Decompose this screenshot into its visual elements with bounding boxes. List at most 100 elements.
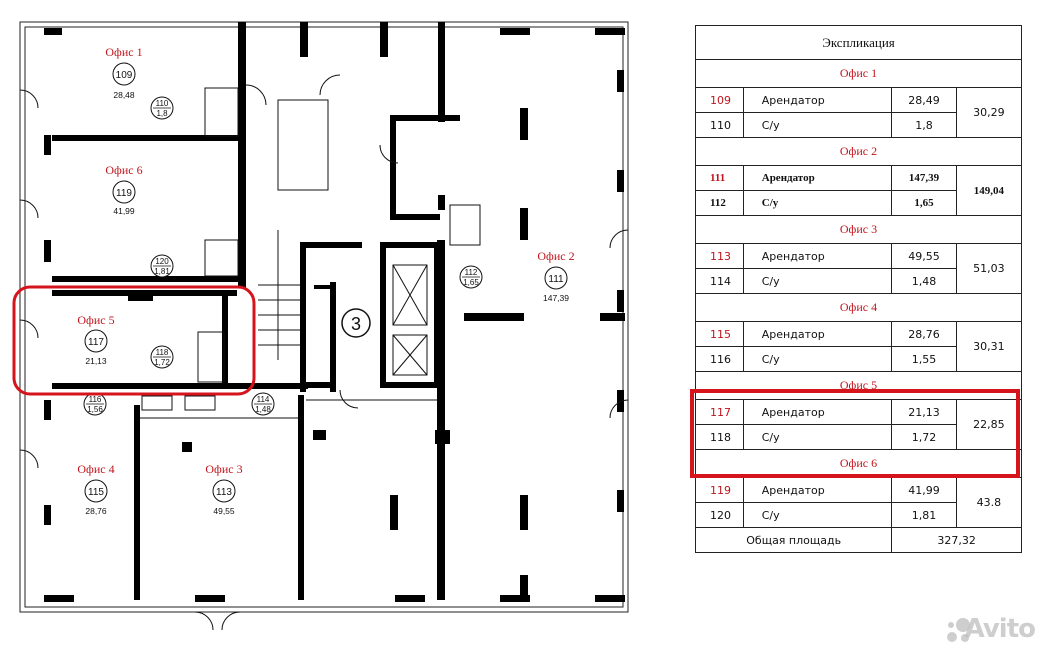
floor-plan: Офис 1 109 28,48 Офис 6 119 41,99 Офис 5… [12, 21, 629, 631]
room-type: С/у [742, 190, 893, 216]
table-row: 118 С/у 1,72 [695, 424, 1022, 450]
room-type: С/у [742, 268, 893, 294]
wc-112: 112 1,65 [459, 265, 483, 289]
room-area: 1,72 [891, 424, 957, 450]
room-area: 147,39 [891, 165, 957, 191]
table-row: 112 С/у 1,65 [695, 190, 1022, 216]
room-area: 1,55 [891, 346, 957, 372]
table-row: 120 С/у 1,81 [695, 502, 1022, 528]
room-name: Офис 4 [77, 462, 114, 476]
room-office-1: Офис 1 109 28,48 [105, 45, 142, 100]
wc-area: 1,65 [463, 278, 479, 287]
room-type: С/у [742, 346, 893, 372]
group-total: 43.8 [955, 477, 1023, 528]
room-area: 28,76 [85, 506, 107, 516]
room-number: 112 [695, 190, 744, 216]
room-number: 111 [548, 274, 564, 285]
wc-116: 116 1,56 [83, 392, 107, 416]
room-area: 49,55 [891, 243, 957, 269]
room-area: 1,65 [891, 190, 957, 216]
room-office-6: Офис 6 119 41,99 [105, 163, 142, 216]
room-office-3: Офис 3 113 49,55 [205, 462, 242, 516]
room-office-2: Офис 2 111 147,39 [537, 249, 574, 303]
stair-number: 3 [351, 314, 361, 334]
wc-area: 1,56 [87, 405, 103, 414]
wc-number: 112 [465, 268, 478, 277]
wc-number: 116 [89, 395, 102, 404]
room-area: 1,8 [891, 112, 957, 138]
room-name: Офис 2 [537, 249, 574, 263]
wc-area: 1,8 [156, 109, 168, 118]
office-5-table-highlight [690, 389, 1020, 478]
group-total: 149,04 [955, 165, 1023, 216]
room-number: 110 [695, 112, 744, 138]
total-value: 327,32 [891, 527, 1022, 553]
room-number: 115 [88, 487, 104, 498]
total-label: Общая площадь [694, 527, 893, 553]
room-area: 21,13 [891, 399, 957, 425]
room-area: 28,48 [113, 90, 135, 100]
room-office-5: Офис 5 117 21,13 [77, 313, 114, 366]
table-row: 111 Арендатор 147,39 149,04 [695, 165, 1023, 216]
room-name: Офис 6 [105, 163, 142, 177]
room-area: 28,76 [891, 321, 957, 347]
table-row: 115 Арендатор 28,76 30,31 [695, 321, 1023, 372]
room-area: 1,81 [891, 502, 957, 528]
table-row: 119 Арендатор 41,99 43.8 [695, 477, 1023, 528]
room-number: 119 [116, 188, 132, 199]
wc-number: 118 [156, 348, 169, 357]
wc-area: 1,81 [154, 267, 170, 276]
room-type: С/у [742, 112, 893, 138]
room-number: 109 [695, 87, 744, 113]
watermark: Avito [964, 614, 1036, 644]
room-area: 41,99 [113, 206, 135, 216]
room-type: Арендатор [742, 87, 893, 113]
room-area: 1,48 [891, 268, 957, 294]
room-number: 119 [695, 477, 744, 503]
room-number: 113 [216, 487, 232, 498]
room-number: 111 [695, 165, 744, 191]
explication-table: Экспликация Офис 1 109 Арендатор 28,49 3… [694, 25, 1023, 553]
room-number: 118 [695, 424, 744, 450]
group-header: Офис 2 [695, 137, 1022, 166]
wc-area: 1,48 [255, 405, 271, 414]
wc-number: 120 [155, 257, 169, 266]
wc-110: 110 1,8 [150, 96, 174, 120]
group-header: Офис 1 [695, 59, 1022, 88]
wc-114: 114 1,48 [251, 392, 275, 416]
partitions [19, 74, 629, 631]
room-type: Арендатор [742, 165, 893, 191]
group-total: 30,31 [955, 321, 1023, 372]
table-row: 113 Арендатор 49,55 51,03 [695, 243, 1023, 294]
room-number: 113 [695, 243, 744, 269]
room-number: 120 [695, 502, 744, 528]
total-row: Общая площадь 327,32 [694, 527, 1022, 553]
group-total: 30,29 [955, 87, 1023, 138]
table-row: 114 С/у 1,48 [695, 268, 1022, 294]
room-number: 109 [116, 70, 133, 81]
wc-number: 110 [156, 99, 169, 108]
wc-118: 118 1,72 [150, 345, 174, 369]
avito-logo-icon [947, 618, 970, 642]
room-number: 117 [695, 399, 744, 425]
table-row: 110 С/у 1,8 [695, 112, 1022, 138]
interior-walls [52, 22, 625, 600]
room-type: Арендатор [742, 477, 893, 503]
wc-120: 120 1,81 [150, 254, 174, 278]
room-office-4: Офис 4 115 28,76 [77, 462, 114, 516]
group-total: 22,85 [955, 399, 1023, 450]
room-name: Офис 5 [77, 313, 114, 327]
room-number: 117 [88, 337, 104, 348]
room-area: 28,49 [891, 87, 957, 113]
stair-marker: 3 [341, 308, 371, 338]
table-row: 109 Арендатор 28,49 30,29 [695, 87, 1023, 138]
wc-area: 1,72 [154, 358, 170, 367]
room-area: 49,55 [213, 506, 235, 516]
group-header: Офис 4 [695, 293, 1022, 322]
table-title: Экспликация [695, 25, 1022, 60]
wc-number: 114 [257, 395, 270, 404]
group-header: Офис 6 [695, 449, 1022, 478]
room-type: Арендатор [742, 243, 893, 269]
room-area: 21,13 [85, 356, 107, 366]
room-area: 147,39 [543, 293, 569, 303]
